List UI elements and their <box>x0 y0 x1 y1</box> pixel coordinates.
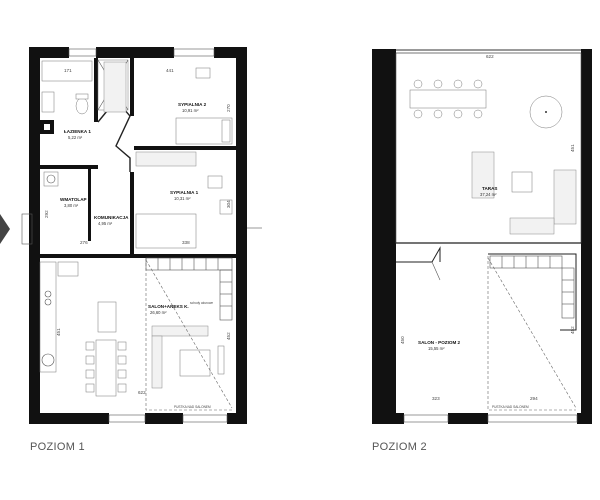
l1-wardrobe2 <box>103 61 127 113</box>
level-1-title: POZIOM 1 <box>30 441 85 453</box>
l1-wardrobe1 <box>135 151 197 167</box>
l1-wall-bed1-left <box>130 172 134 258</box>
l1-dim-270: 270 <box>226 104 231 112</box>
l2-dim-452: 452 <box>570 326 575 334</box>
l1-wall-left <box>29 47 40 424</box>
l1-area-salon: 26,60 m² <box>150 310 167 315</box>
l1-wall-wmat-right <box>88 169 91 241</box>
l2-dim-323: 323 <box>432 396 440 401</box>
l1-stairs <box>145 257 233 321</box>
l2-wall-right <box>581 49 592 424</box>
l1-kitchen-island <box>97 301 117 333</box>
entrance-arrow-icon <box>0 214 10 244</box>
l1-dim-451: 451 <box>56 328 61 336</box>
l2-label-salon2: SALON - POZIOM 2 <box>418 340 461 345</box>
l1-area-sypialnia1: 10,31 m² <box>174 196 191 201</box>
l2-window-bottom-2 <box>487 414 578 423</box>
l2-lounge-sofa-right <box>553 169 577 225</box>
l2-terrace-edge <box>395 52 582 244</box>
l2-lounge-table <box>511 171 533 193</box>
l1-area-sypialnia2: 10,91 m² <box>182 108 199 113</box>
l2-label-taras: TARAS <box>482 186 497 191</box>
level-1-plan: ŁAZIENKA 1 5,22 m² SYPIALNIA 2 10,91 m² … <box>0 47 262 453</box>
l1-area-komunikacja: 4,95 m² <box>98 221 113 226</box>
l1-wall-bath-bottom <box>40 165 98 169</box>
l1-coffee-table <box>179 349 211 377</box>
l1-dim-292: 292 <box>44 210 49 218</box>
l1-area-wmatolap: 3,80 m² <box>64 203 79 208</box>
l1-wall-bath-right <box>94 58 98 122</box>
l1-area-lazienka: 5,22 m² <box>68 135 83 140</box>
l1-sink <box>41 91 55 113</box>
l1-dim-441: 441 <box>166 68 174 73</box>
l2-dim-450: 450 <box>400 336 405 344</box>
l1-washer <box>43 171 59 187</box>
l2-note-void: PUSTKA NAD SALONEM <box>492 405 529 409</box>
l1-note-void: PUSTKA NAD SALONEM <box>174 405 211 409</box>
l1-wall-bottom-right <box>227 413 247 424</box>
l1-wall-top-mid <box>96 47 174 58</box>
l1-toilet <box>75 97 89 115</box>
l1-dim-276: 276 <box>80 240 88 245</box>
l1-dim-171: 171 <box>64 68 72 73</box>
l2-area-taras: 37,24 m² <box>480 192 497 197</box>
l1-bed1 <box>135 213 197 249</box>
l2-stairs <box>488 253 577 331</box>
l1-void-outline <box>145 258 232 411</box>
l1-wall-bottom-mid <box>145 413 183 424</box>
l2-void-outline <box>487 256 576 411</box>
l2-wall-bottom-right <box>577 413 592 424</box>
l1-kitchen-counter <box>39 261 57 373</box>
l2-window-bottom-1 <box>403 414 449 423</box>
l1-dim-622: 622 <box>138 390 146 395</box>
l1-bathtub <box>41 60 93 82</box>
l2-outdoor-table <box>409 89 487 109</box>
l1-label-lazienka: ŁAZIENKA 1 <box>64 129 91 134</box>
l1-label-salon: SALON+ANEKS K. <box>148 304 189 309</box>
l1-dim-338: 338 <box>182 240 190 245</box>
l2-lounge-sofa-left <box>471 151 495 199</box>
l1-window-top-1 <box>68 48 97 57</box>
l1-dim-452: 452 <box>226 332 231 340</box>
l1-label-sypialnia2: SYPIALNIA 2 <box>178 102 207 107</box>
l2-dim-294: 294 <box>530 396 538 401</box>
l1-wall-right <box>236 47 247 424</box>
l2-wall-mid-left <box>372 243 386 259</box>
l1-note-stairs: schody ażurowe <box>190 301 213 305</box>
l1-label-wmatolap: WMATOLAP <box>60 197 87 202</box>
l2-dim-451: 451 <box>570 144 575 152</box>
l1-window-bottom-2 <box>182 414 228 423</box>
l1-wall-divider <box>40 254 236 258</box>
l2-wall-bottom-mid <box>448 413 488 424</box>
l1-label-komunikacja: KOMUNIKACJA <box>94 215 129 220</box>
l1-wall-bottom-left <box>29 413 109 424</box>
l1-wall-top-right <box>214 47 247 58</box>
l1-window-bottom-1 <box>108 414 146 423</box>
l1-wall-top-left <box>29 47 69 58</box>
l1-window-top-2 <box>173 48 215 57</box>
l2-wall-left <box>372 49 396 424</box>
l1-dining-table <box>95 339 117 397</box>
l2-area-salon2: 15,55 m² <box>428 346 445 351</box>
l1-dim-304: 304 <box>226 200 231 208</box>
l1-wall-bed2-bottom <box>134 146 236 150</box>
l1-label-sypialnia1: SYPIALNIA 1 <box>170 190 199 195</box>
level-2-plan: TARAS 37,24 m² SALON - POZIOM 2 15,55 m²… <box>372 49 592 453</box>
level-2-title: POZIOM 2 <box>372 441 427 453</box>
l1-wall-bed2-left <box>130 58 134 116</box>
l1-sofa <box>151 325 209 337</box>
l2-wall-bottom-left <box>372 413 404 424</box>
l2-dim-622: 622 <box>486 54 494 59</box>
